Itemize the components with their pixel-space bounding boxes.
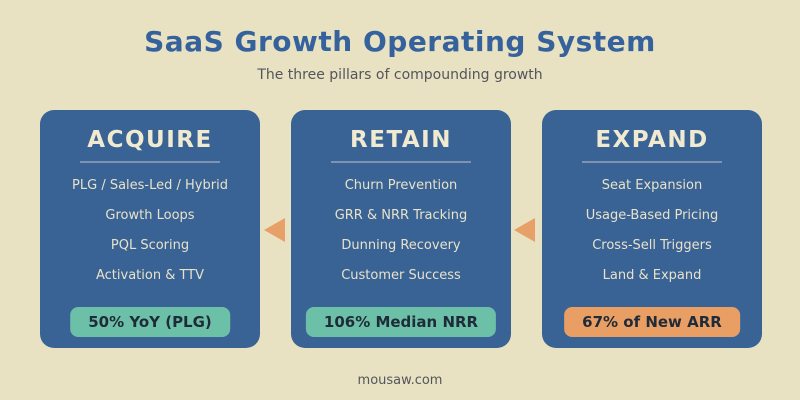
pillar-title: EXPAND: [595, 127, 709, 153]
page-subtitle: The three pillars of compounding growth: [257, 67, 543, 83]
pillar-item: Seat Expansion: [601, 178, 703, 193]
pillar-item: Land & Expand: [602, 268, 702, 283]
pillar-item: Churn Prevention: [344, 178, 458, 193]
pillar-item-list: PLG / Sales-Led / Hybrid Growth Loops PQ…: [40, 171, 260, 291]
pillar-title: ACQUIRE: [87, 127, 213, 153]
title-divider: [80, 161, 220, 163]
page-title: SaaS Growth Operating System: [144, 25, 656, 58]
metric-badge: 106% Median NRR: [305, 307, 497, 337]
title-divider: [582, 161, 722, 163]
pillar-title: RETAIN: [350, 127, 452, 153]
pillar-item: PLG / Sales-Led / Hybrid: [72, 178, 228, 193]
pillar-card-expand: EXPAND Seat Expansion Usage-Based Pricin…: [542, 110, 762, 348]
pillar-item: Cross-Sell Triggers: [592, 238, 712, 253]
pillar-item: PQL Scoring: [110, 238, 190, 253]
left-arrow-icon: [264, 218, 285, 242]
header: SaaS Growth Operating System The three p…: [0, 0, 800, 83]
pillar-card-retain: RETAIN Churn Prevention GRR & NRR Tracki…: [291, 110, 511, 348]
pillar-item: Dunning Recovery: [341, 238, 461, 253]
left-arrow-icon: [514, 218, 535, 242]
pillar-item: GRR & NRR Tracking: [334, 208, 468, 223]
pillars-row: ACQUIRE PLG / Sales-Led / Hybrid Growth …: [40, 110, 762, 348]
pillar-item-list: Seat Expansion Usage-Based Pricing Cross…: [542, 171, 762, 291]
pillar-item: Usage-Based Pricing: [585, 208, 719, 223]
pillar-item: Growth Loops: [105, 208, 195, 223]
pillar-item-list: Churn Prevention GRR & NRR Tracking Dunn…: [291, 171, 511, 291]
metric-badge: 50% YoY (PLG): [70, 307, 230, 337]
footer-domain: mousaw.com: [357, 373, 443, 388]
metric-badge: 67% of New ARR: [564, 307, 740, 337]
pillar-item: Customer Success: [341, 268, 461, 283]
pillar-card-acquire: ACQUIRE PLG / Sales-Led / Hybrid Growth …: [40, 110, 260, 348]
pillar-item: Activation & TTV: [95, 268, 205, 283]
title-divider: [331, 161, 471, 163]
